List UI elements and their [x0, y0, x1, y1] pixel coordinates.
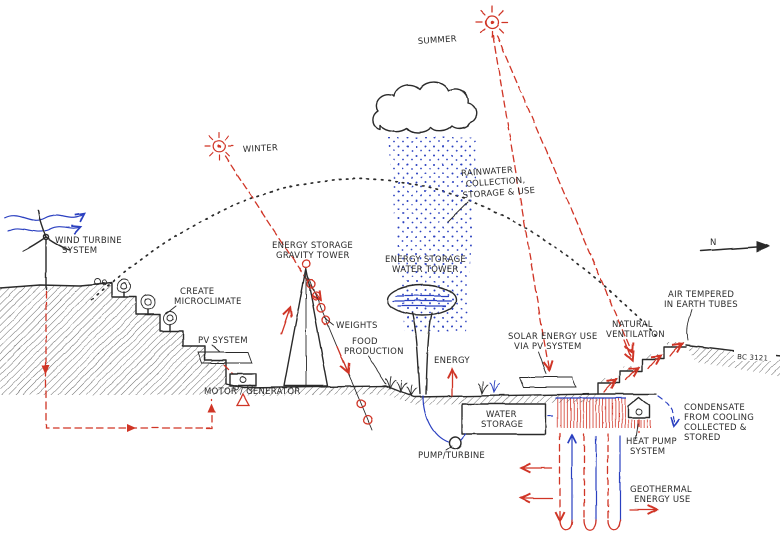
heat-pump-icon [626, 396, 656, 439]
label-earth-tubes: AIR TEMPERED IN EARTH TUBES [664, 290, 738, 310]
svg-text:PRODUCTION: PRODUCTION [344, 347, 404, 357]
svg-text:FOOD: FOOD [352, 337, 378, 347]
label-pv-system: PV SYSTEM [198, 336, 248, 346]
sketch-artwork [0, 5, 780, 531]
label-weights: WEIGHTS [336, 321, 378, 331]
pump-turbine-icon [445, 433, 467, 451]
rainfall [388, 137, 478, 332]
label-water-storage: WATER STORAGE [476, 407, 524, 430]
label-microclimate: CREATE MICROCLIMATE [174, 287, 242, 307]
svg-text:VIA PV SYSTEM: VIA PV SYSTEM [514, 342, 582, 352]
label-motor-generator: MOTOR / GENERATOR [204, 387, 301, 397]
label-natural-ventilation: NATURAL VENTILATION [606, 320, 665, 340]
svg-text:COLLECTION,: COLLECTION, [466, 176, 526, 190]
pv-panel-left [197, 344, 253, 375]
svg-text:AIR TEMPERED: AIR TEMPERED [668, 290, 734, 300]
label-food-production: FOOD PRODUCTION [344, 337, 404, 357]
svg-text:GRAVITY TOWER: GRAVITY TOWER [276, 251, 350, 261]
svg-text:ENERGY STORAGE: ENERGY STORAGE [272, 241, 353, 251]
svg-text:SOLAR ENERGY USE: SOLAR ENERGY USE [508, 332, 598, 342]
winter-sun-icon [204, 131, 234, 161]
label-wind-turbine: WIND TURBINE SYSTEM [55, 236, 122, 256]
svg-text:BC 3121: BC 3121 [737, 353, 768, 363]
svg-text:WATER TOWER: WATER TOWER [392, 265, 459, 275]
svg-text:SYSTEM: SYSTEM [630, 447, 665, 457]
svg-text:NATURAL: NATURAL [612, 320, 653, 330]
sketch-labels: SUMMER WINTER RAINWATER COLLECTION, STOR… [55, 34, 776, 505]
svg-text:ENERGY USE: ENERGY USE [634, 495, 691, 505]
svg-text:CONDENSATE: CONDENSATE [684, 403, 745, 413]
label-energy: ENERGY [434, 356, 470, 366]
ground-vegetation [477, 380, 501, 395]
svg-text:WIND TURBINE: WIND TURBINE [55, 236, 122, 246]
motor-generator-icon [229, 373, 257, 407]
svg-text:COLLECTED &: COLLECTED & [684, 423, 747, 433]
svg-text:RAINWATER: RAINWATER [461, 165, 514, 179]
ground-mid [243, 385, 657, 405]
label-water-tower: ENERGY STORAGE WATER TOWER [385, 255, 466, 275]
svg-text:VENTILATION: VENTILATION [606, 330, 665, 340]
svg-text:GEOTHERMAL: GEOTHERMAL [630, 485, 692, 495]
svg-text:MICROCLIMATE: MICROCLIMATE [174, 297, 242, 307]
geothermal-loop [519, 433, 659, 531]
solar-panel-right [519, 351, 577, 388]
food-plants [367, 355, 418, 397]
condensate-arrow [657, 395, 681, 429]
label-rainwater: RAINWATER COLLECTION, STORAGE & USE [461, 165, 536, 201]
wind-turbine-icon [22, 209, 70, 291]
label-pump-turbine: PUMP/TURBINE [418, 451, 485, 461]
left-hillside [0, 278, 245, 395]
water-storage-tank [461, 403, 557, 435]
label-signature: BC 3121 [734, 350, 776, 363]
water-tower-icon [387, 284, 457, 443]
terraced-building [597, 342, 687, 395]
summer-sun-rays [492, 35, 634, 373]
svg-text:ENERGY STORAGE: ENERGY STORAGE [385, 255, 466, 265]
svg-text:SYSTEM: SYSTEM [62, 246, 97, 256]
svg-text:WATER: WATER [486, 410, 517, 420]
rain-cloud-icon [372, 81, 478, 134]
svg-text:FROM COOLING: FROM COOLING [684, 413, 754, 423]
gravity-tower-icon [280, 259, 373, 431]
svg-text:CREATE: CREATE [180, 287, 214, 297]
label-geothermal: GEOTHERMAL ENERGY USE [630, 485, 692, 505]
wind-power-circuit [42, 291, 216, 432]
label-leaders [165, 201, 469, 315]
label-summer: SUMMER [418, 34, 458, 47]
summer-sun-icon [475, 5, 509, 39]
svg-text:STORED: STORED [684, 433, 721, 443]
label-gravity-tower: ENERGY STORAGE GRAVITY TOWER [272, 241, 353, 261]
north-arrow-icon [699, 241, 770, 252]
sun-path-arc [91, 178, 659, 339]
label-north: N [710, 238, 717, 248]
label-heat-pump: HEAT PUMP SYSTEM [626, 437, 677, 457]
wind-arrows [4, 212, 87, 235]
svg-text:STORAGE: STORAGE [481, 420, 523, 430]
ventilation-arrows [603, 309, 693, 393]
microclimate-trees [117, 279, 177, 332]
svg-text:HEAT PUMP: HEAT PUMP [626, 437, 677, 447]
label-condensate: CONDENSATE FROM COOLING COLLECTED & STOR… [684, 403, 754, 443]
hilltop-bushes [93, 278, 107, 286]
svg-text:IN EARTH TUBES: IN EARTH TUBES [664, 300, 738, 310]
label-solar-energy: SOLAR ENERGY USE VIA PV SYSTEM [508, 332, 598, 352]
label-winter: WINTER [243, 143, 279, 155]
